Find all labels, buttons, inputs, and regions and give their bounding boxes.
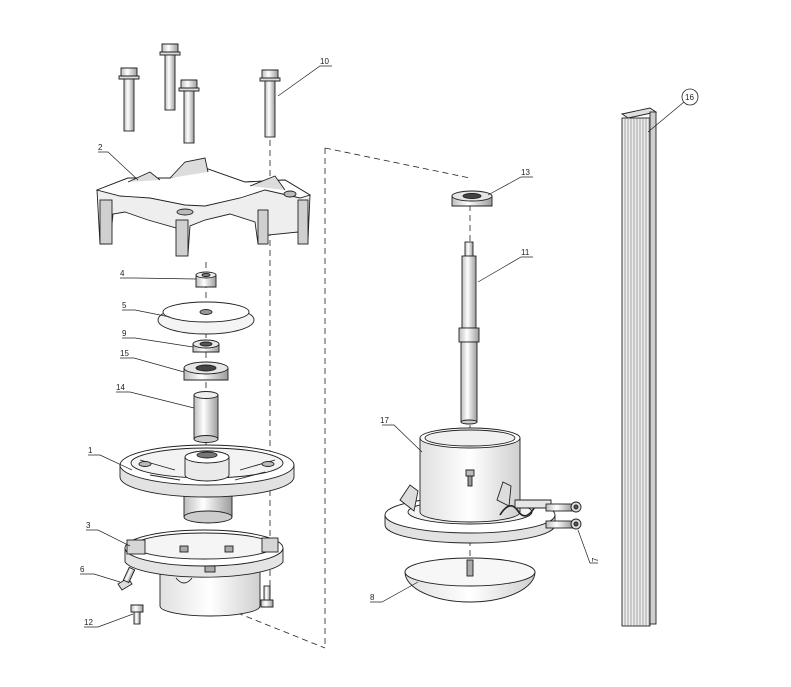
- callout-7: 7: [577, 529, 600, 564]
- callout-label-13: 13: [521, 168, 530, 177]
- callout-2: 2: [98, 143, 139, 181]
- screws-7: [545, 501, 582, 530]
- guide-line-top-diagonal: [324, 147, 471, 179]
- bolt-2: [159, 43, 181, 111]
- extruded-profile: [620, 107, 658, 627]
- callout-6: 6: [80, 565, 121, 583]
- base-plate: [119, 444, 295, 524]
- callout-16: 16: [647, 88, 699, 133]
- callout-label-17: 17: [380, 416, 389, 425]
- callout-label-14: 14: [116, 383, 125, 392]
- callout-9: 9: [122, 329, 194, 348]
- bolt-1: [118, 67, 140, 132]
- callout-label-12: 12: [84, 618, 93, 627]
- callout-13: 13: [487, 168, 533, 196]
- bolt-3: [178, 79, 200, 144]
- callout-label-11: 11: [521, 248, 530, 257]
- bowl: [404, 557, 536, 603]
- callout-14: 14: [116, 383, 195, 409]
- callout-15: 15: [120, 349, 185, 373]
- callout-label-6: 6: [80, 565, 85, 574]
- callout-label-2: 2: [98, 143, 103, 152]
- top-bracket: [95, 157, 312, 257]
- callout-12: 12: [84, 613, 134, 628]
- callout-label-3: 3: [86, 521, 91, 530]
- callout-bubble-16: [681, 88, 699, 106]
- callout-label-16: 16: [685, 93, 694, 102]
- callout-17: 17: [380, 416, 423, 453]
- callout-11: 11: [477, 248, 533, 283]
- small-bearing: [192, 339, 220, 353]
- callout-label-15: 15: [120, 349, 129, 358]
- callout-4: 4: [120, 269, 197, 280]
- callout-1: 1: [88, 446, 133, 471]
- screw-12: [130, 604, 144, 625]
- callout-label-7: 7: [591, 557, 600, 562]
- callouts: 1 2 3 4 5 6 7: [80, 57, 699, 628]
- lower-housing: [124, 529, 284, 617]
- screw-6: [117, 566, 136, 591]
- callout-label-8: 8: [370, 593, 375, 602]
- callout-5: 5: [122, 301, 171, 318]
- top-bearing: [451, 190, 493, 207]
- pulley-disc: [157, 301, 255, 335]
- large-bearing: [183, 361, 229, 381]
- callout-label-4: 4: [120, 269, 125, 278]
- callout-label-1: 1: [88, 446, 93, 455]
- screw-housing: [260, 585, 274, 608]
- callout-3: 3: [86, 521, 131, 547]
- spindle-housing: [384, 427, 556, 544]
- shaft: [458, 241, 480, 425]
- bolt-4: [259, 69, 281, 138]
- spacer-tube: [193, 391, 219, 443]
- callout-10: 10: [277, 57, 332, 97]
- nut: [195, 271, 217, 288]
- callout-8: 8: [370, 581, 419, 603]
- callout-label-9: 9: [122, 329, 127, 338]
- callout-label-5: 5: [122, 301, 127, 310]
- callout-label-10: 10: [320, 57, 329, 66]
